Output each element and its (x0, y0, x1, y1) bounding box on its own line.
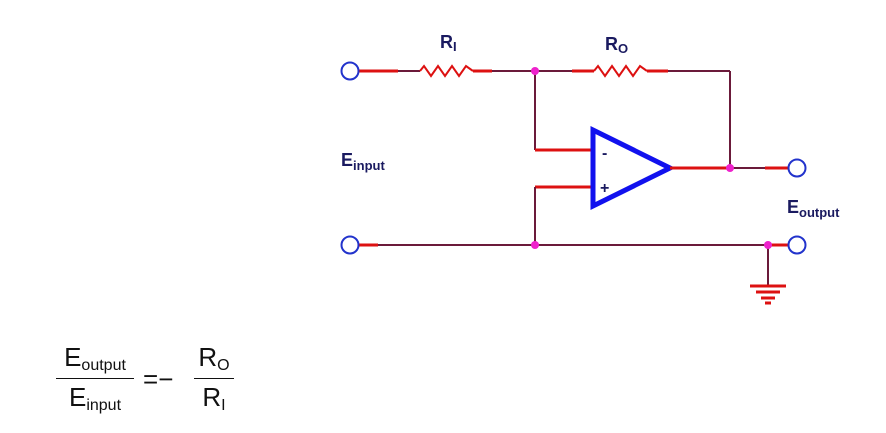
transfer-function: Eoutput Einput =− RO RI (56, 342, 246, 426)
junction-top (531, 67, 539, 75)
terminal-input-bottom (340, 235, 360, 255)
resistor-ro-zigzag (593, 64, 648, 78)
label-eoutput-sub: output (799, 205, 840, 220)
terminal-output-top (787, 158, 807, 178)
lhs-num-sub: output (81, 357, 126, 374)
label-ro-sub: O (618, 41, 628, 56)
label-ro: RO (605, 34, 628, 56)
rhs-num-sub: O (217, 357, 230, 374)
lhs-fraction: Eoutput Einput (56, 342, 134, 415)
op-amp-triangle (590, 125, 676, 211)
op-amp: - + (590, 125, 676, 211)
lhs-numerator: Eoutput (56, 342, 134, 375)
ground-symbol (750, 245, 786, 305)
label-eoutput: Eoutput (787, 197, 840, 220)
label-ri-sub: I (453, 39, 457, 54)
rhs-denominator: RI (194, 382, 234, 415)
op-amp-noninverting-symbol: + (600, 180, 609, 197)
equals-sign: = (143, 364, 159, 394)
rhs-fraction: RO RI (194, 342, 234, 415)
noninverting-branch (534, 185, 593, 245)
terminal-input-top (340, 61, 360, 81)
minus-sign: − (158, 364, 174, 394)
terminal-output-bottom (787, 235, 807, 255)
terminals (340, 61, 807, 255)
lhs-den-base: E (68, 382, 87, 412)
rhs-numerator: RO (194, 342, 234, 375)
junction-bottom-left (531, 241, 539, 249)
junction-bottom-right (764, 241, 772, 249)
lhs-num-base: E (64, 342, 82, 372)
rhs-num-base: R (198, 342, 218, 372)
label-einput: Einput (341, 150, 385, 173)
label-ri-base: R (440, 32, 453, 52)
label-einput-base: E (341, 150, 353, 170)
rhs-den-base: R (202, 382, 222, 412)
rhs-fraction-bar (194, 378, 234, 379)
resistor-ri-zigzag (419, 64, 474, 78)
label-einput-sub: input (353, 158, 385, 173)
lhs-den-sub: input (86, 397, 122, 414)
label-eoutput-base: E (787, 197, 799, 217)
label-ri: RI (440, 32, 457, 54)
inverting-branch (534, 71, 593, 152)
lhs-denominator: Einput (56, 382, 134, 415)
equation-operator: =− (143, 364, 173, 395)
rhs-den-sub: I (221, 397, 226, 414)
op-amp-inverting-symbol: - (602, 145, 607, 162)
junctions (531, 67, 772, 249)
top-rail (359, 64, 731, 168)
junction-output (726, 164, 734, 172)
lhs-fraction-bar (56, 378, 134, 379)
label-ro-base: R (605, 34, 618, 54)
